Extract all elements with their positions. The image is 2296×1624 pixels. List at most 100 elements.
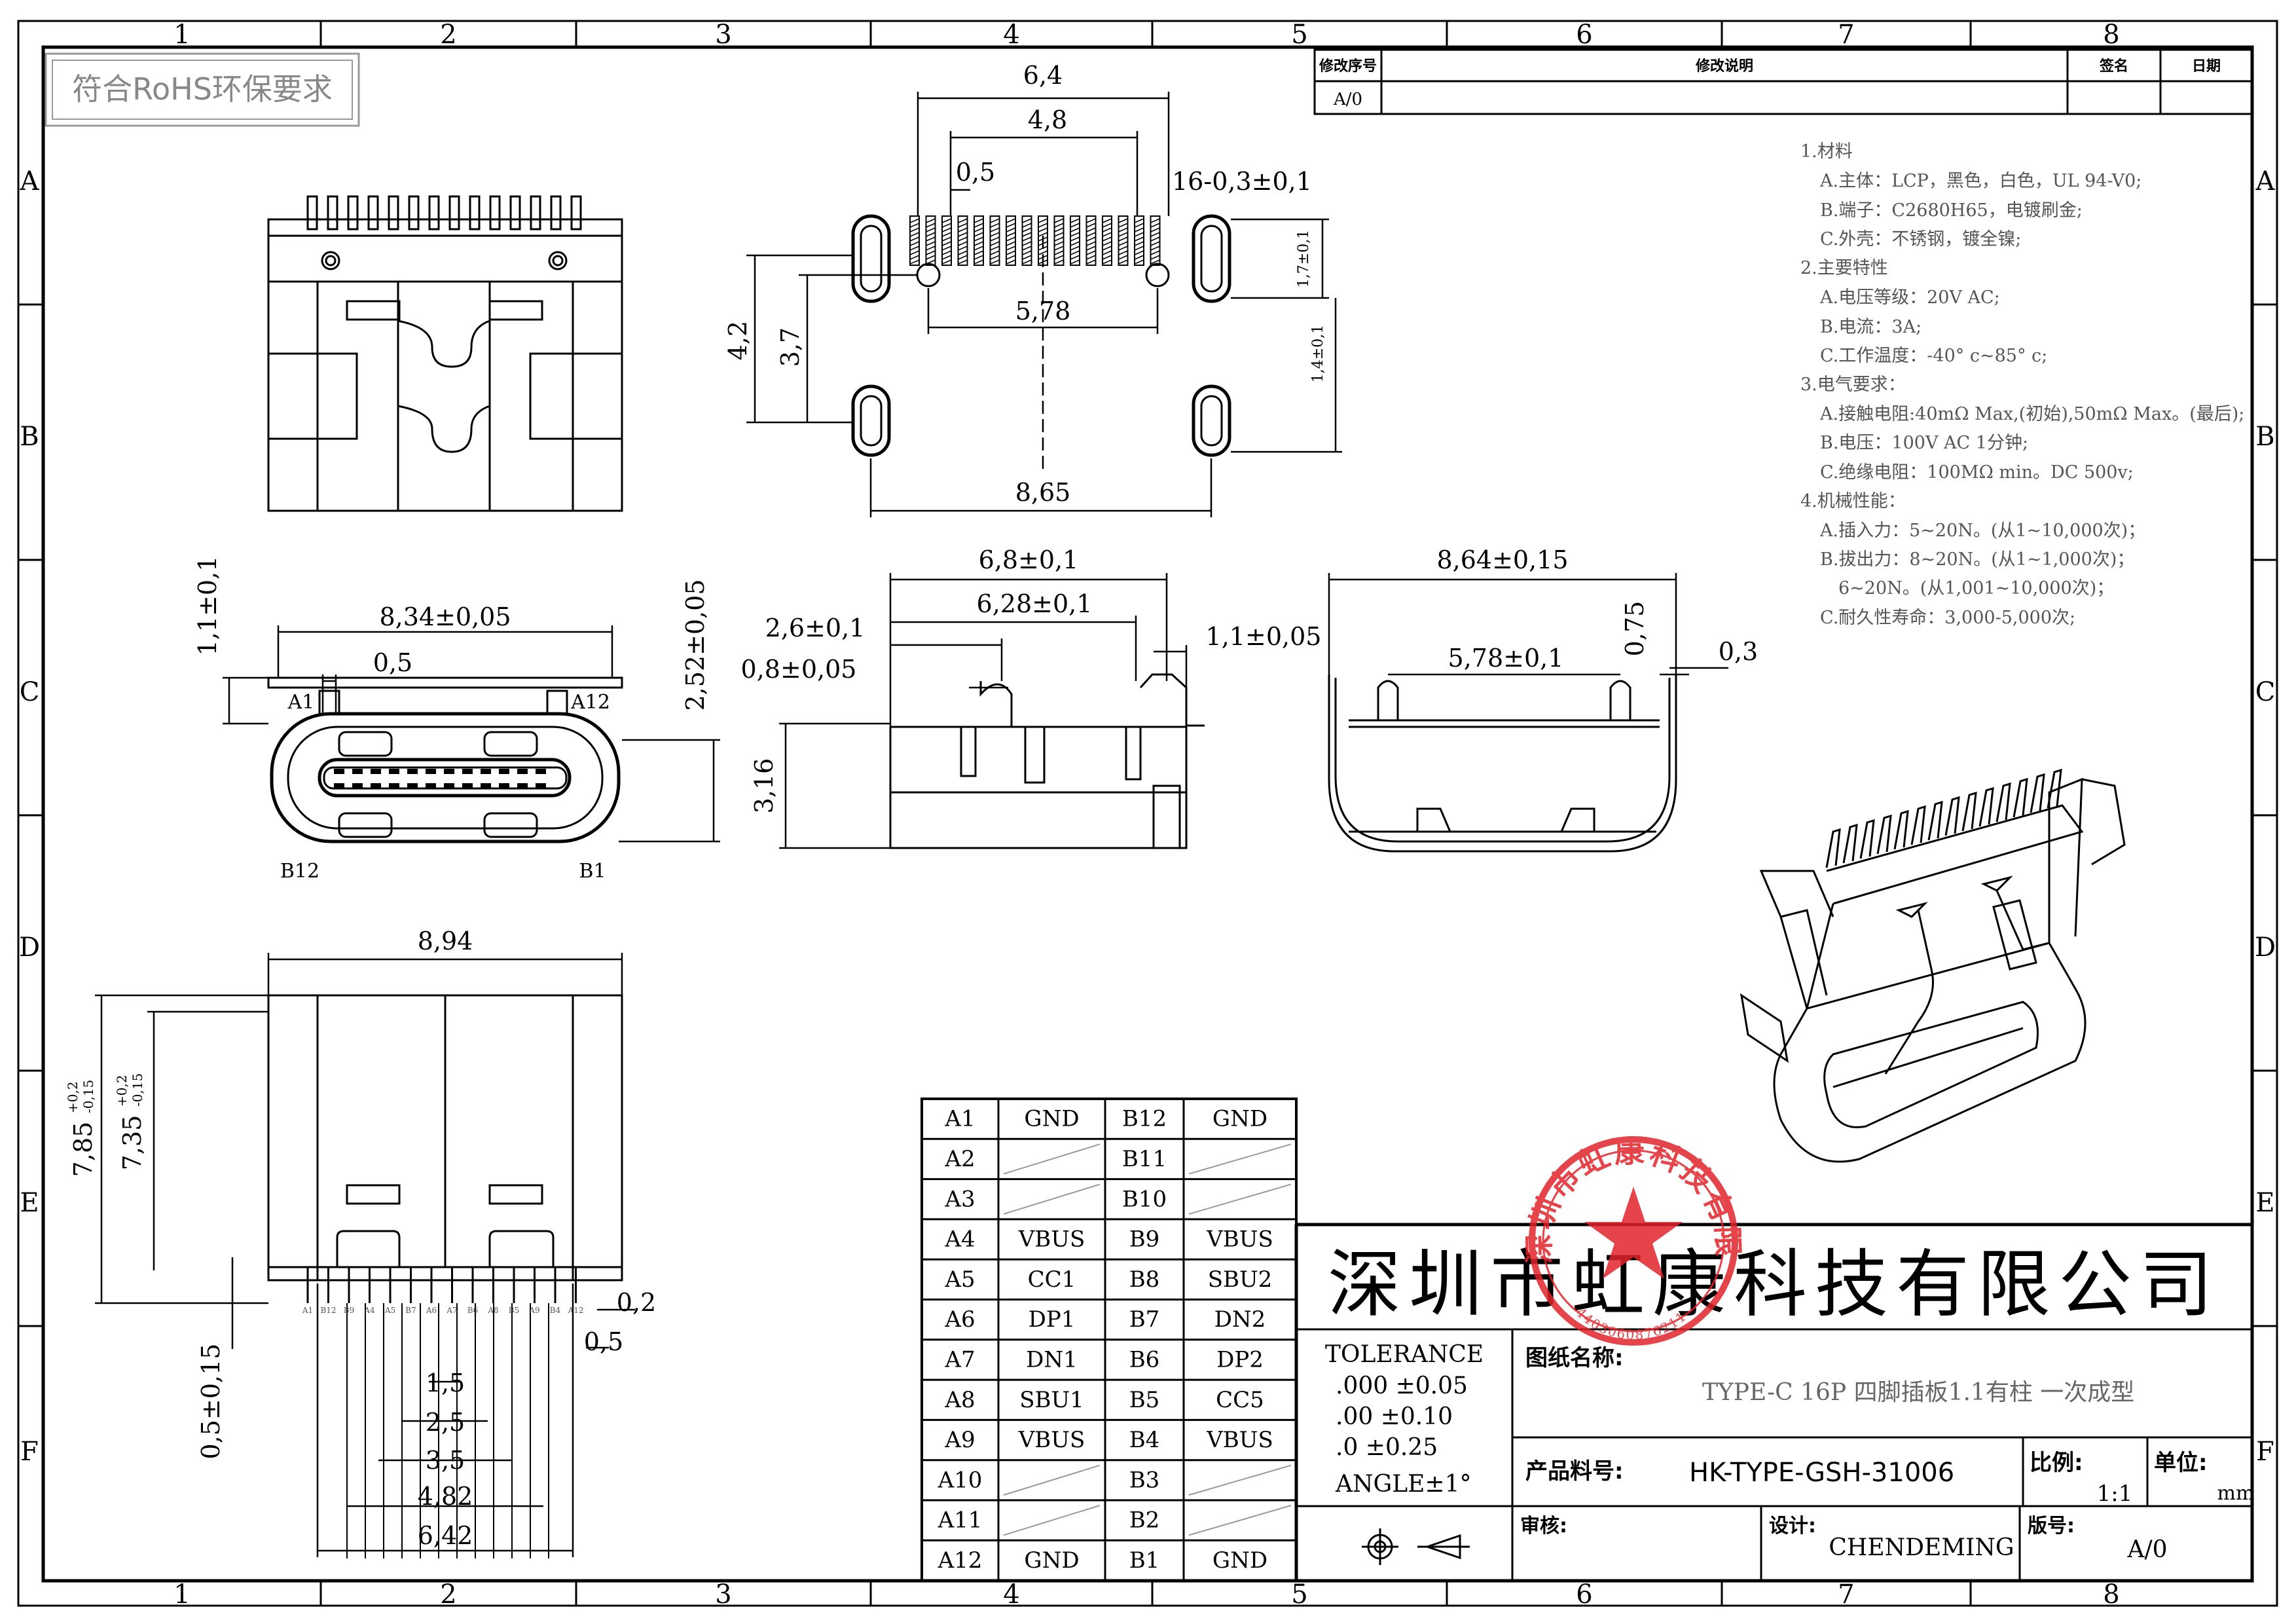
- contact-pin: [389, 783, 399, 788]
- dim-0-5-bottom: 0,5: [584, 1327, 623, 1356]
- pin-lead: [530, 195, 541, 231]
- pin-lead: [1893, 809, 1909, 850]
- dim-5-78: 5,78: [1015, 297, 1071, 325]
- contact-pin: [536, 783, 546, 788]
- pin-lead: [1927, 800, 1943, 841]
- contact-pin: [371, 769, 381, 774]
- contact-pin: [499, 769, 509, 774]
- pin-table-cell: GND: [1212, 1106, 1267, 1132]
- col-label: 8: [2103, 20, 2119, 50]
- pin-table-cell: A12: [938, 1547, 983, 1574]
- spec-line: 6~20N。(从1,001~10,000次)；: [1838, 578, 2114, 599]
- dim-2-5: 2,5: [426, 1408, 465, 1437]
- pin-lead: [509, 195, 521, 231]
- contact-pin: [536, 769, 546, 774]
- row-label: B: [20, 422, 39, 452]
- row-label: F: [2256, 1437, 2274, 1467]
- row-label: E: [20, 1188, 39, 1218]
- empty-cell-slash: [1188, 1183, 1292, 1215]
- contact-pin: [462, 769, 473, 774]
- dim-6-4: 6,4: [1023, 61, 1063, 90]
- pin-lead: [388, 195, 399, 231]
- unit-label: 单位:: [2154, 1450, 2208, 1476]
- dim-3-16: 3,16: [750, 758, 778, 814]
- scale-label: 比例:: [2030, 1450, 2083, 1476]
- tolerance-line: .000 ±0.05: [1336, 1373, 1468, 1399]
- pin-lead: [448, 195, 460, 231]
- pin-lead: [489, 195, 501, 231]
- label-a12: A12: [570, 691, 610, 714]
- review-label: 审核:: [1520, 1515, 1567, 1538]
- rev-header-no: 修改序号: [1319, 58, 1377, 75]
- dim-0-8: 0,8±0,05: [741, 655, 857, 684]
- tolerance-title: TOLERANCE: [1325, 1341, 1484, 1368]
- designer-name: CHENDEMING: [1829, 1534, 2014, 1561]
- dim-8-64: 8,64±0,15: [1436, 545, 1568, 574]
- dim-7-35: 7,35: [118, 1115, 147, 1171]
- pin-lead: [367, 195, 379, 231]
- spec-line: 3.电气要求：: [1800, 375, 1906, 395]
- grid-row-labels: A B C D E F A B C D E F: [19, 166, 2276, 1467]
- spec-line: 2.主要特性: [1800, 258, 1888, 278]
- col-label: 3: [715, 1579, 731, 1610]
- contact-pin: [334, 783, 344, 788]
- contact-pin: [407, 769, 418, 774]
- empty-cell-slash: [1003, 1143, 1101, 1175]
- pin-lead: [1842, 823, 1858, 864]
- pin-table-cell: GND: [1024, 1547, 1079, 1574]
- pin-lead: [428, 195, 440, 231]
- pin-lead: [1910, 805, 1926, 845]
- pin-table-cell: A9: [944, 1427, 975, 1453]
- row-label: D: [2255, 932, 2276, 963]
- col-label: 7: [1838, 1579, 1854, 1610]
- col-label: 5: [1291, 20, 1307, 50]
- column-ticks: [319, 21, 1972, 1606]
- dim-1-1-side: 1,1±0,05: [1206, 622, 1322, 651]
- projection-symbol-icon: [1362, 1528, 1470, 1565]
- col-label: 1: [173, 20, 190, 50]
- pin-table-cell: A11: [938, 1507, 983, 1534]
- row-label: B: [2255, 422, 2274, 452]
- pin-lead: [1995, 782, 2011, 822]
- pcb-footprint-view: 6,4 4,8 0,5 16-0,3±0,1 5,78 8,65 4,2 3,7…: [723, 61, 1342, 517]
- tolerance-line: ANGLE±1°: [1335, 1471, 1472, 1498]
- pin-lead: [469, 195, 481, 231]
- spec-line: A.电压等级：20V AC;: [1819, 287, 2000, 308]
- pin-table-cell: A8: [944, 1387, 975, 1413]
- empty-cell-slash: [1003, 1464, 1101, 1496]
- spec-line: C.耐久性寿命：3,000-5,000次;: [1820, 608, 2075, 628]
- label-b12: B12: [280, 860, 319, 883]
- isometric-view: [1740, 768, 2126, 1163]
- row-label: A: [20, 166, 40, 196]
- pin-table-cell: GND: [1024, 1106, 1079, 1132]
- pin-label: A12: [568, 1306, 584, 1315]
- pin-label: A9: [528, 1306, 539, 1315]
- pin-table-cell: B2: [1129, 1507, 1160, 1534]
- pin-lead: [2030, 773, 2045, 813]
- pin-table-cell: SBU2: [1208, 1266, 1273, 1293]
- pin-lead: [1961, 791, 1977, 832]
- pin-lead: [1859, 819, 1875, 859]
- spec-notes: 1.材料 A.主体：LCP，黑色，白色，UL 94-V0; B.端子：C2680…: [1800, 141, 2244, 628]
- revision-table: 修改序号 修改说明 签名 日期 A/0: [1313, 48, 2253, 115]
- pin-lead: [1876, 814, 1892, 855]
- pin-table-cell: CC5: [1216, 1387, 1264, 1413]
- rev-value: A/0: [1333, 90, 1362, 109]
- pin-table-cell: B3: [1129, 1467, 1160, 1493]
- pin-label: B4: [550, 1306, 561, 1315]
- pin-label: B12: [320, 1306, 336, 1315]
- dim-7-35-upper-tol: +0,2: [114, 1075, 130, 1107]
- drawing-name-label: 图纸名称:: [1525, 1345, 1624, 1371]
- pin-table-cell: B12: [1122, 1106, 1167, 1132]
- spec-line: B.电压：100V AC 1分钟;: [1820, 433, 2028, 453]
- pin-table-cell: VBUS: [1206, 1427, 1273, 1453]
- contact-pin: [334, 769, 344, 774]
- rev-header-desc: 修改说明: [1695, 58, 1753, 75]
- pin-table-cell: VBUS: [1206, 1227, 1273, 1253]
- contact-pin: [407, 783, 418, 788]
- row-label: C: [2255, 677, 2276, 707]
- row-ticks: [18, 303, 2277, 1327]
- pin-table-cell: CC1: [1028, 1266, 1076, 1293]
- empty-cell-slash: [1003, 1183, 1101, 1215]
